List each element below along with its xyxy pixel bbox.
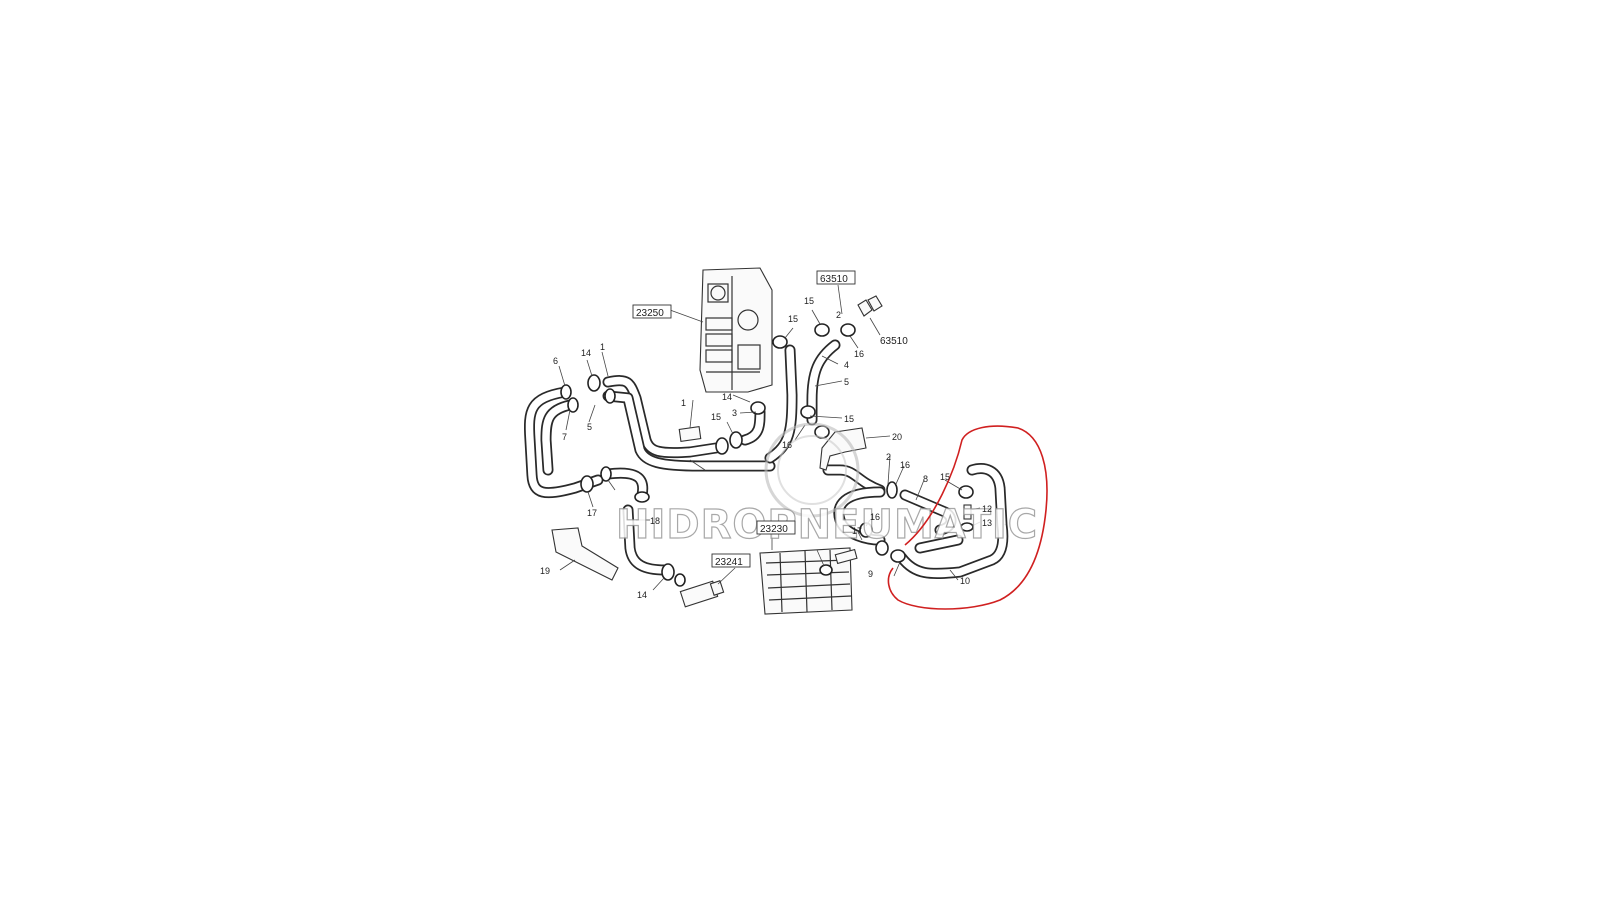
label-3: 3: [732, 408, 737, 418]
label-16-mid: 16: [782, 440, 792, 450]
label-16-center: 16: [870, 512, 880, 522]
label-1-tank: 1: [681, 398, 686, 408]
label-20: 20: [892, 432, 902, 442]
label-6: 6: [553, 356, 558, 366]
label-8: 8: [923, 474, 928, 484]
label-9: 9: [868, 569, 873, 579]
label-16-right: 16: [900, 460, 910, 470]
label-15-far: 15: [940, 472, 950, 482]
highlight-circle: [887, 425, 1048, 610]
reference-boxes: 23250 63510 63510 23230 23241: [632, 270, 908, 568]
ref-23230: 23230: [760, 524, 788, 535]
label-1-left: 1: [600, 342, 605, 352]
ref-63510-top: 63510: [820, 274, 848, 285]
label-17-left: 17: [587, 508, 597, 518]
label-18: 18: [650, 516, 660, 526]
label-15-tank: 15: [788, 314, 798, 324]
label-5: 5: [844, 377, 849, 387]
label-16-top: 16: [854, 349, 864, 359]
watermark: HIDROPNEUMATIC: [615, 422, 1038, 549]
label-4: 4: [844, 360, 849, 370]
radiator: [759, 547, 853, 615]
leader-lines: [558, 284, 981, 591]
ref-63510-right: 63510: [880, 336, 908, 347]
ref-23241: 23241: [715, 557, 743, 568]
label-17-center: 17: [852, 526, 862, 536]
label-19: 19: [540, 566, 550, 576]
label-15-top: 15: [804, 296, 814, 306]
part-labels: 6 14 1 7 5 17 18 19 14 1 14 15 3 15 15 2…: [540, 296, 992, 600]
label-7: 7: [562, 432, 567, 442]
label-14-mid: 14: [722, 392, 732, 402]
label-2: 2: [886, 452, 891, 462]
fittings: [551, 295, 974, 608]
label-14-left: 14: [581, 348, 591, 358]
label-10: 10: [960, 576, 970, 586]
label-2-top: 2: [836, 310, 841, 320]
label-12: 12: [982, 504, 992, 514]
label-5-left: 5: [587, 422, 592, 432]
label-14-bottom: 14: [637, 590, 647, 600]
label-15-mid: 15: [711, 412, 721, 422]
label-15-right: 15: [844, 414, 854, 424]
ref-23250: 23250: [636, 308, 664, 319]
expansion-tank: [699, 267, 773, 393]
hoses: [524, 339, 1009, 579]
label-13: 13: [982, 518, 992, 528]
watermark-text: HIDROPNEUMATIC: [616, 502, 1038, 548]
